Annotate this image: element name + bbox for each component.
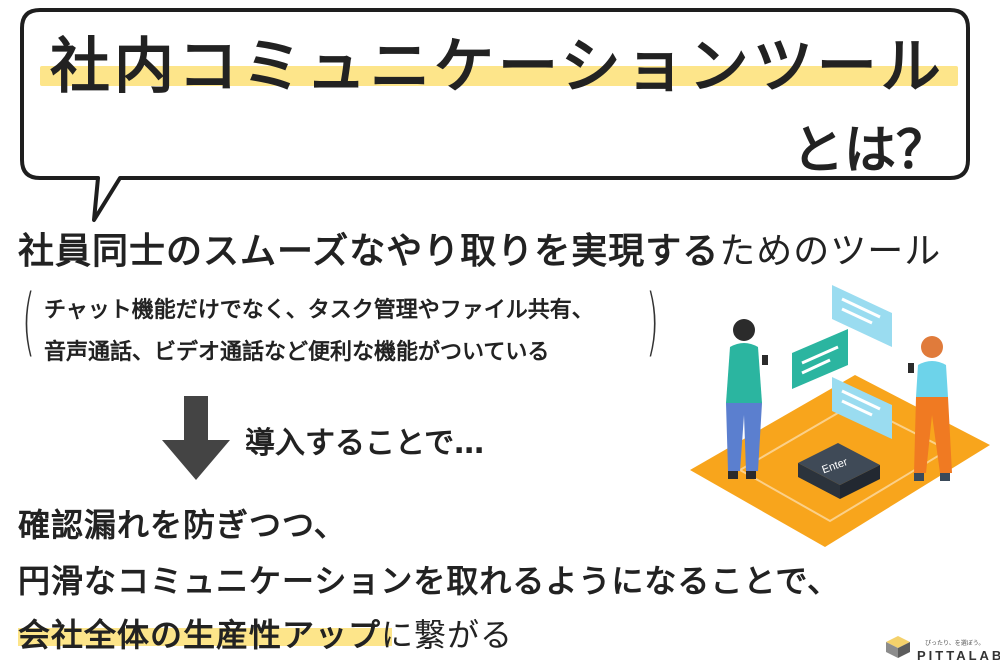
- body-line-1: 確認漏れを防ぎつつ、: [18, 506, 347, 544]
- description-line-2: 音声通話、ビデオ通話など便利な機能がついている: [44, 340, 550, 365]
- intro-text: 導入することで…: [245, 426, 485, 461]
- chat-bubble-icon: [832, 377, 892, 439]
- logo-tagline: ぴったり、を選ぼう。: [925, 641, 985, 647]
- person-right: [908, 336, 952, 481]
- conclusion-highlight-text: 会社全体の生産性アップ: [18, 616, 382, 654]
- speech-bubble: [20, 8, 970, 222]
- chat-bubble-icon: [832, 285, 892, 347]
- chat-bubble-icon: [792, 329, 848, 389]
- body-line-3: 会社全体の生産性アップに繋がる: [18, 610, 513, 656]
- person-left: [726, 319, 768, 479]
- conclusion-rest: に繋がる: [381, 616, 514, 654]
- body-line-2: 円滑なコミュニケーションを取れるようになることで、: [18, 562, 841, 600]
- logo-name: PITTALAB: [917, 648, 1000, 663]
- page-title: 社内コミュニケーションツール: [50, 32, 945, 102]
- left-paren: (: [21, 279, 35, 365]
- headline-rest: ためのツール: [719, 231, 942, 272]
- right-paren: ): [645, 279, 659, 365]
- headline-bold: 社員同士のスムーズなやり取りを実現する: [18, 231, 720, 272]
- communication-illustration: Enter: [690, 285, 990, 547]
- pittalab-logo-icon: [886, 636, 910, 658]
- headline: 社員同士のスムーズなやり取りを実現するためのツール: [18, 222, 941, 274]
- down-arrow-icon: [162, 396, 230, 480]
- title-suffix: とは？: [791, 121, 948, 181]
- enter-key-icon: Enter: [798, 443, 880, 499]
- conclusion-highlight: [18, 628, 392, 646]
- title-highlight: [40, 66, 958, 86]
- description-line-1: チャット機能だけでなく、タスク管理やファイル共有、: [44, 298, 594, 323]
